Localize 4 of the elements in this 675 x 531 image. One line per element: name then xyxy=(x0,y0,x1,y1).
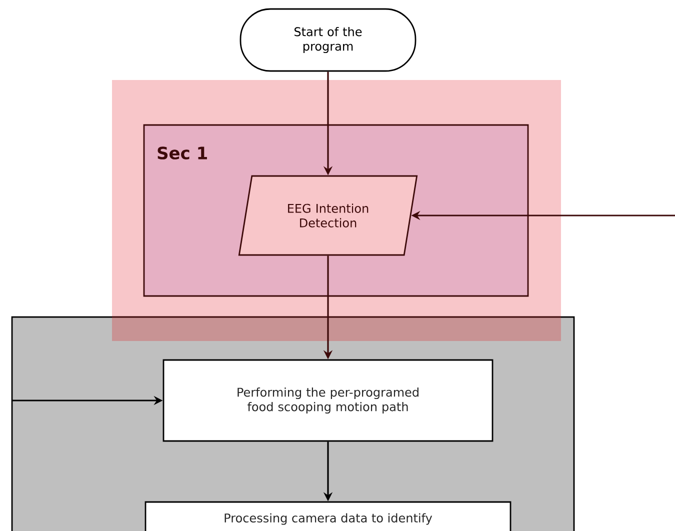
start-terminal: Start of the program xyxy=(240,8,416,72)
process-box: Performing the per-programed food scooping motion path xyxy=(162,359,494,442)
process-box: Processing camera data to identify xyxy=(144,501,512,531)
input-parallelogram: EEG Intention Detection xyxy=(238,175,418,256)
